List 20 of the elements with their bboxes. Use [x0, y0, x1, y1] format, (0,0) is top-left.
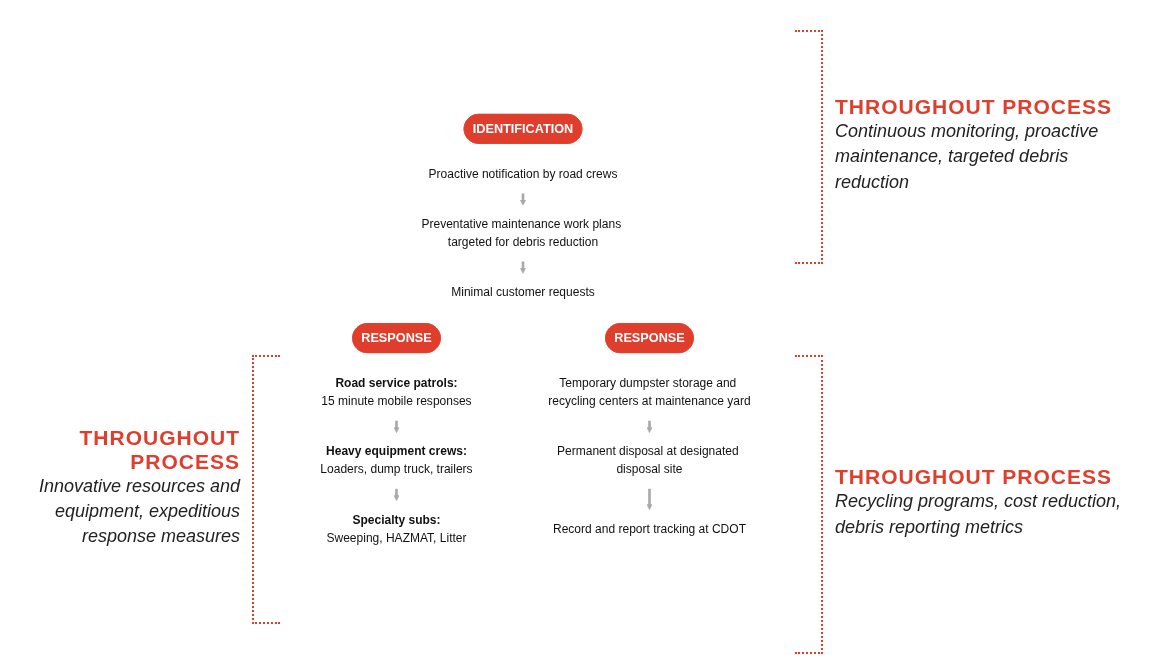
section-heading: THROUGHOUT PROCESS [835, 465, 1113, 490]
arrow [393, 420, 400, 433]
node-text: Record and report tracking at CDOT [553, 521, 746, 536]
arrow [393, 488, 400, 501]
section-note: Innovative resources and equipment, expeditious response measures [37, 474, 240, 549]
arrow [520, 261, 526, 274]
arrow [646, 488, 653, 510]
node-text: Road service patrols: 15 minute mobile responses [321, 376, 472, 408]
node-text: Preventative maintenance work plans targeted for debris reduction [421, 217, 622, 249]
node-text: Proactive notification by road crews [428, 167, 618, 181]
section-note: Recycling programs, cost reduction, debris reporting metrics [835, 490, 1123, 539]
node-text: Temporary dumpster storage and recycling centers at maintenance yard [548, 376, 751, 408]
arrow [646, 420, 653, 433]
node-text: Minimal customer requests [451, 285, 595, 299]
section-note: Continuous monitoring, proactive maintenance, targeted debris reduction [835, 120, 1100, 194]
section-heading: THROUGHOUT PROCESS [835, 95, 1113, 120]
node-text: Permanent disposal at designated disposal site [556, 444, 739, 476]
node-text: Specialty subs: Sweeping, HAZMAT, Litter [326, 512, 467, 545]
section-heading: THROUGHOUT PROCESS [78, 425, 240, 474]
node-text: Heavy equipment crews: Loaders, dump truck, trailers [320, 444, 473, 476]
